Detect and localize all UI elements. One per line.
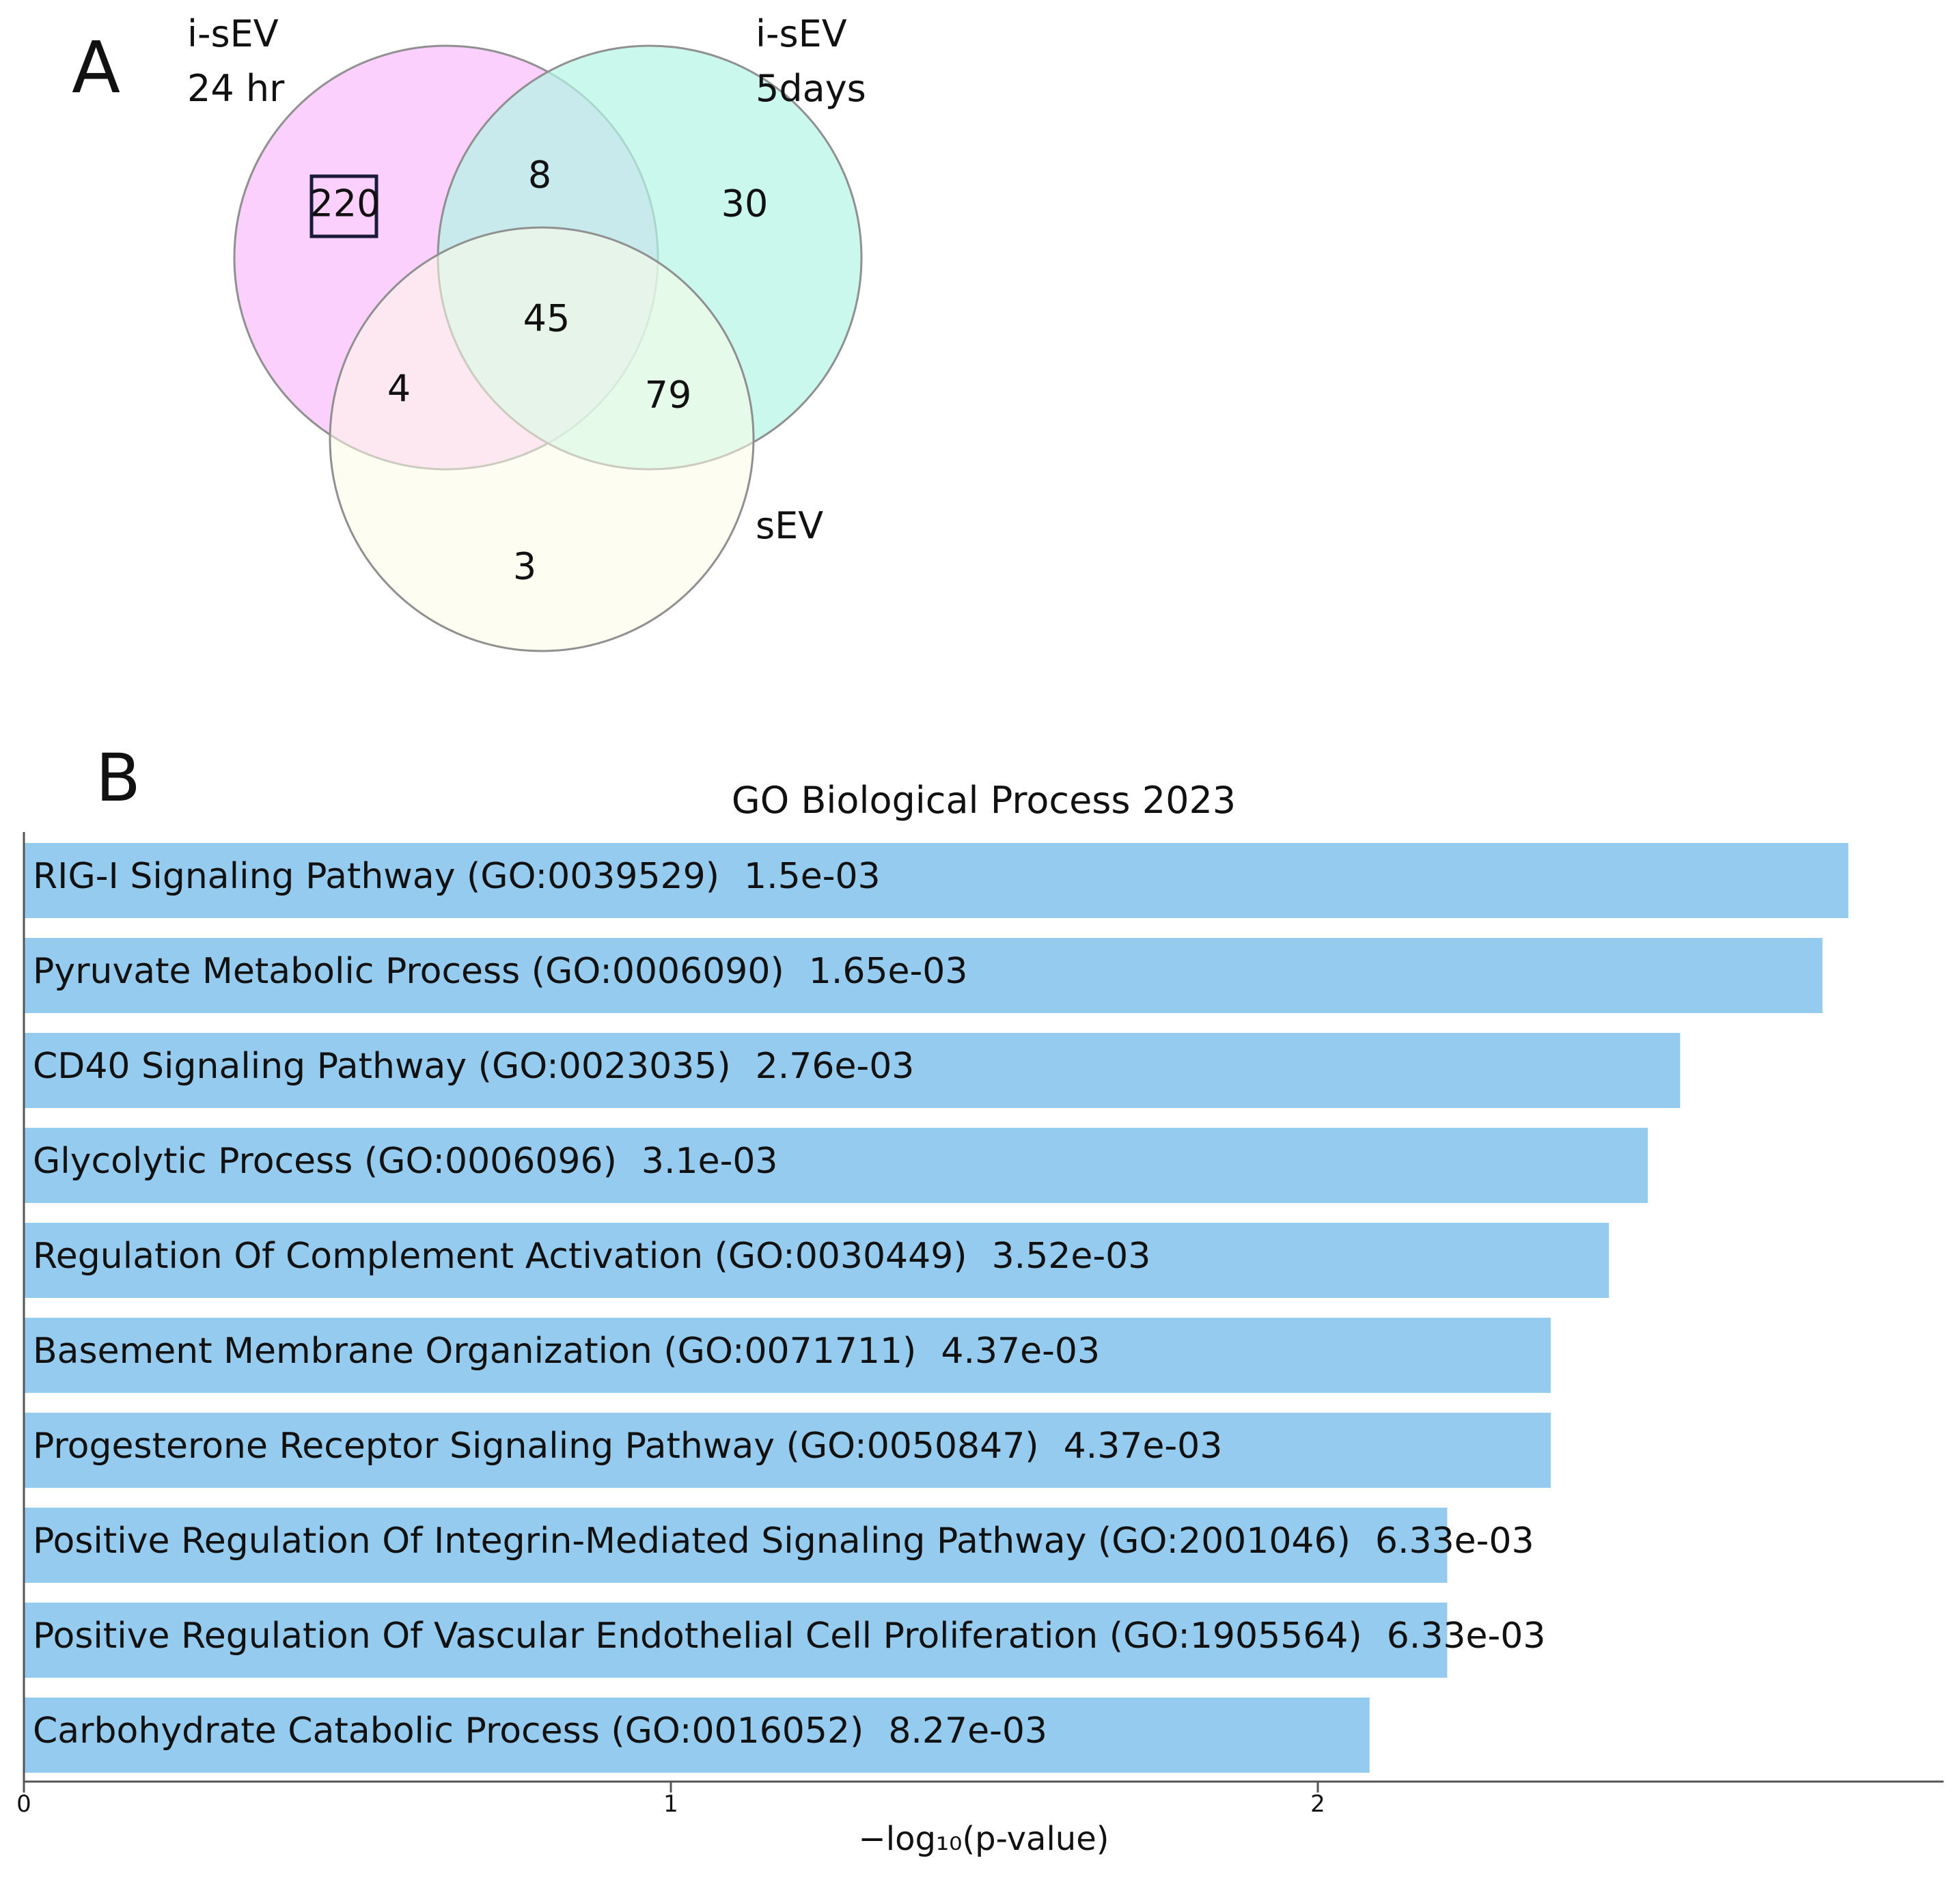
bar-label-7: Positive Regulation Of Integrin-Mediated… xyxy=(33,1521,1534,1562)
set-label-5days-line2: 5days xyxy=(756,67,866,110)
bar-category-2: CD40 Signaling Pathway (GO:0023035) xyxy=(33,1046,731,1087)
panel-b-label: B xyxy=(96,740,141,816)
bar-label-9: Carbohydrate Catabolic Process (GO:00160… xyxy=(33,1711,1047,1752)
chart-title: GO Biological Process 2023 xyxy=(732,779,1236,822)
bar-label-0: RIG-I Signaling Pathway (GO:0039529) 1.5e… xyxy=(33,856,881,897)
bar-7 xyxy=(24,1508,1448,1583)
bar-1 xyxy=(24,938,1823,1013)
bar-label-2: CD40 Signaling Pathway (GO:0023035) 2.76e… xyxy=(33,1046,914,1087)
bar-9 xyxy=(24,1698,1370,1773)
bar-pvalue-2: 2.76e-03 xyxy=(756,1046,915,1087)
bar-pvalue-0: 1.5e-03 xyxy=(744,856,881,897)
region-only-5days: 30 xyxy=(721,182,769,225)
bar-pvalue-4: 3.52e-03 xyxy=(992,1236,1151,1277)
bar-label-4: Regulation Of Complement Activation (GO:… xyxy=(33,1236,1150,1277)
bar-chart-panel: B GO Biological Process 2023 RIG-I Signa… xyxy=(16,740,1944,1858)
x-tick-label-1: 1 xyxy=(663,1790,678,1818)
bar-8 xyxy=(24,1603,1448,1678)
bar-label-3: Glycolytic Process (GO:0006096) 3.1e-03 xyxy=(33,1141,778,1182)
bar-pvalue-9: 8.27e-03 xyxy=(888,1711,1047,1752)
bar-category-7: Positive Regulation Of Integrin-Mediated… xyxy=(33,1521,1351,1562)
bar-category-5: Basement Membrane Organization (GO:00717… xyxy=(33,1331,916,1372)
bar-pvalue-5: 4.37e-03 xyxy=(941,1331,1100,1372)
bar-label-1: Pyruvate Metabolic Process (GO:0006090) 1… xyxy=(33,951,967,992)
bar-category-3: Glycolytic Process (GO:0006096) xyxy=(33,1141,617,1182)
venn-panel: A i-sEV 24 hr i-sEV 5days sEV 220 30 8 4… xyxy=(72,12,866,652)
bar-4 xyxy=(24,1223,1610,1298)
bar-pvalue-1: 1.65e-03 xyxy=(809,951,968,992)
bar-pvalue-3: 3.1e-03 xyxy=(641,1141,778,1182)
panel-a-label: A xyxy=(72,26,120,109)
bar-2 xyxy=(24,1033,1681,1108)
x-tick-label-0: 0 xyxy=(16,1790,31,1818)
set-label-sev: sEV xyxy=(756,504,823,547)
region-24hr-sev: 4 xyxy=(387,368,411,411)
bar-category-8: Positive Regulation Of Vascular Endothel… xyxy=(33,1616,1362,1657)
region-all-three: 45 xyxy=(523,297,570,340)
bar-3 xyxy=(24,1128,1648,1203)
bar-pvalue-8: 6.33e-03 xyxy=(1387,1616,1546,1657)
set-label-5days-line1: i-sEV xyxy=(756,12,847,55)
set-label-24hr-line1: i-sEV xyxy=(187,12,279,55)
region-only-sev: 3 xyxy=(513,545,536,588)
bar-category-0: RIG-I Signaling Pathway (GO:0039529) xyxy=(33,856,719,897)
bar-6 xyxy=(24,1413,1551,1488)
bar-category-4: Regulation Of Complement Activation (GO:… xyxy=(33,1236,967,1277)
x-axis-label: −log₁₀(p-value) xyxy=(859,1820,1109,1858)
region-only-24hr: 220 xyxy=(309,182,380,225)
bar-5 xyxy=(24,1318,1551,1393)
x-ticks-group: 0 1 2 xyxy=(16,1782,1325,1818)
set-label-24hr-line2: 24 hr xyxy=(187,67,285,110)
bar-label-5: Basement Membrane Organization (GO:00717… xyxy=(33,1331,1100,1372)
bar-pvalue-7: 6.33e-03 xyxy=(1375,1521,1534,1562)
highlight-box xyxy=(309,174,378,238)
bar-label-6: Progesterone Receptor Signaling Pathway … xyxy=(33,1426,1222,1467)
x-tick-label-2: 2 xyxy=(1310,1790,1325,1818)
bar-label-8: Positive Regulation Of Vascular Endothel… xyxy=(33,1616,1545,1657)
region-24hr-5days: 8 xyxy=(528,154,551,197)
bars-group: RIG-I Signaling Pathway (GO:0039529) 1.5e… xyxy=(24,843,1849,1773)
bar-0 xyxy=(24,843,1849,918)
venn-circle-sev xyxy=(329,226,755,652)
bar-category-9: Carbohydrate Catabolic Process (GO:00160… xyxy=(33,1711,864,1752)
bar-pvalue-6: 4.37e-03 xyxy=(1064,1426,1223,1467)
bar-category-6: Progesterone Receptor Signaling Pathway … xyxy=(33,1426,1039,1467)
region-5days-sev: 79 xyxy=(645,374,692,417)
bar-category-1: Pyruvate Metabolic Process (GO:0006090) xyxy=(33,951,784,992)
